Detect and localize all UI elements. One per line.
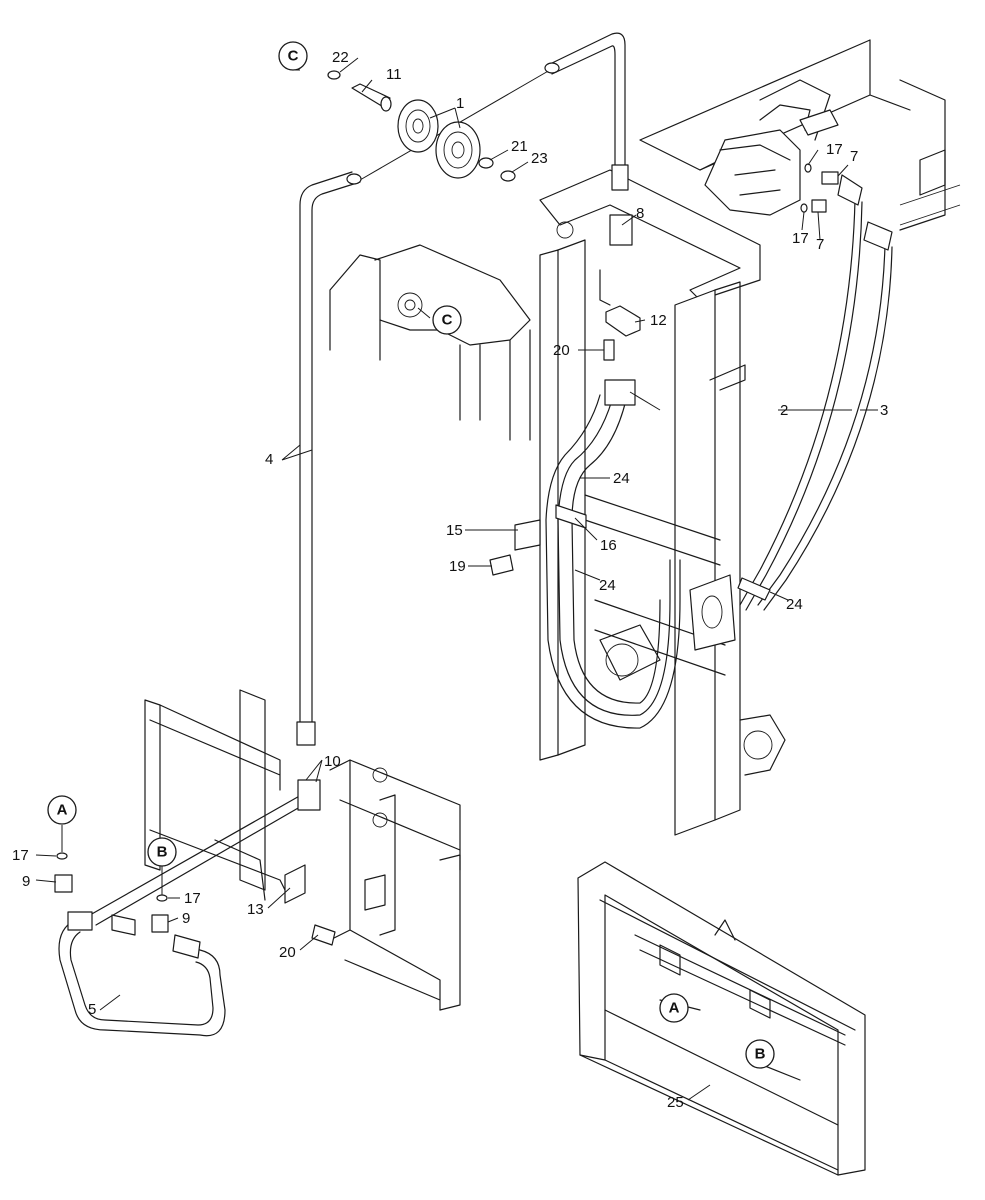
callout-17-a: 17 — [12, 847, 29, 864]
callout-20-bottom: 20 — [279, 944, 296, 961]
bolt-20-bottom — [311, 924, 336, 946]
svg-text:C: C — [442, 312, 453, 329]
callout-21: 21 — [511, 138, 528, 155]
reference-markers: C C A B A B — [47, 41, 775, 1069]
callout-23: 23 — [531, 150, 548, 167]
control-valve — [704, 104, 839, 216]
ref-b-frame: B — [745, 1039, 775, 1069]
callout-12: 12 — [650, 312, 667, 329]
carriage-assembly — [144, 689, 461, 1011]
washer-22 — [327, 70, 341, 80]
callout-9-right: 9 — [182, 910, 190, 927]
ref-b-detail: B — [147, 837, 177, 867]
callout-9-left: 9 — [22, 873, 30, 890]
bolt-19 — [489, 554, 514, 576]
o-ring-17-a — [56, 852, 68, 860]
callout-13: 13 — [247, 901, 264, 918]
callout-25: 25 — [667, 1094, 684, 1111]
callout-16: 16 — [600, 537, 617, 554]
callout-7-bottom: 7 — [816, 236, 824, 253]
bracket-12 — [605, 305, 641, 337]
mast-hoses — [545, 214, 681, 729]
callout-7-top: 7 — [850, 148, 858, 165]
svg-text:B: B — [157, 844, 168, 861]
callout-24-top: 24 — [613, 470, 630, 487]
hoses-2-3 — [739, 174, 893, 611]
fittings-10 — [297, 779, 321, 811]
pin-11 — [351, 83, 392, 112]
ref-a-detail: A — [47, 795, 77, 825]
callout-22: 22 — [332, 49, 349, 66]
callout-15: 15 — [446, 522, 463, 539]
fittings-7 — [811, 171, 839, 213]
sideshifter-frame — [577, 861, 866, 1176]
leader-lines — [35, 57, 878, 1101]
ref-c-detail: C — [278, 41, 308, 71]
o-ring-17-b — [156, 894, 168, 902]
bracket-13 — [284, 864, 306, 904]
snap-ring-23 — [500, 170, 516, 182]
hose-5 — [58, 789, 313, 1037]
callout-labels: 22 11 1 21 23 8 12 20 4 2 3 24 15 16 19 … — [12, 49, 888, 1111]
truck-frame-outline — [639, 39, 961, 231]
callout-8: 8 — [636, 205, 644, 222]
callout-11: 11 — [386, 66, 402, 83]
washer-21 — [478, 157, 494, 169]
callout-17-b: 17 — [184, 890, 201, 907]
mast-assembly — [539, 169, 786, 836]
callout-17-valve-top: 17 — [826, 141, 843, 158]
hose-4 — [296, 32, 629, 746]
ref-a-frame: A — [659, 993, 689, 1023]
bolt-20-top — [603, 339, 615, 361]
svg-text:A: A — [57, 802, 68, 819]
callout-2: 2 — [780, 402, 788, 419]
o-ring-17-valve-top — [804, 163, 812, 173]
callout-24-right: 24 — [786, 596, 803, 613]
callout-19: 19 — [449, 558, 466, 575]
fitting-9-left — [54, 874, 73, 893]
callout-24-middle: 24 — [599, 577, 616, 594]
callout-20-top: 20 — [553, 342, 570, 359]
clamp-15 — [514, 519, 541, 551]
fitting-9-right — [151, 914, 169, 933]
callout-17-valve-bottom: 17 — [792, 230, 809, 247]
inner-mast — [329, 244, 531, 441]
ref-c-mast: C — [432, 305, 462, 335]
o-ring-17-valve-bottom — [800, 203, 808, 213]
callout-3: 3 — [880, 402, 888, 419]
callout-1: 1 — [456, 95, 464, 112]
callout-10: 10 — [324, 753, 341, 770]
clamp-16 — [555, 504, 587, 529]
callout-4: 4 — [265, 451, 273, 468]
hose-clamp-24-right — [737, 577, 771, 601]
pulleys-1 — [397, 99, 481, 179]
callout-5: 5 — [88, 1001, 96, 1018]
svg-text:B: B — [755, 1046, 766, 1063]
svg-text:C: C — [288, 48, 299, 65]
svg-text:A: A — [669, 1000, 680, 1017]
